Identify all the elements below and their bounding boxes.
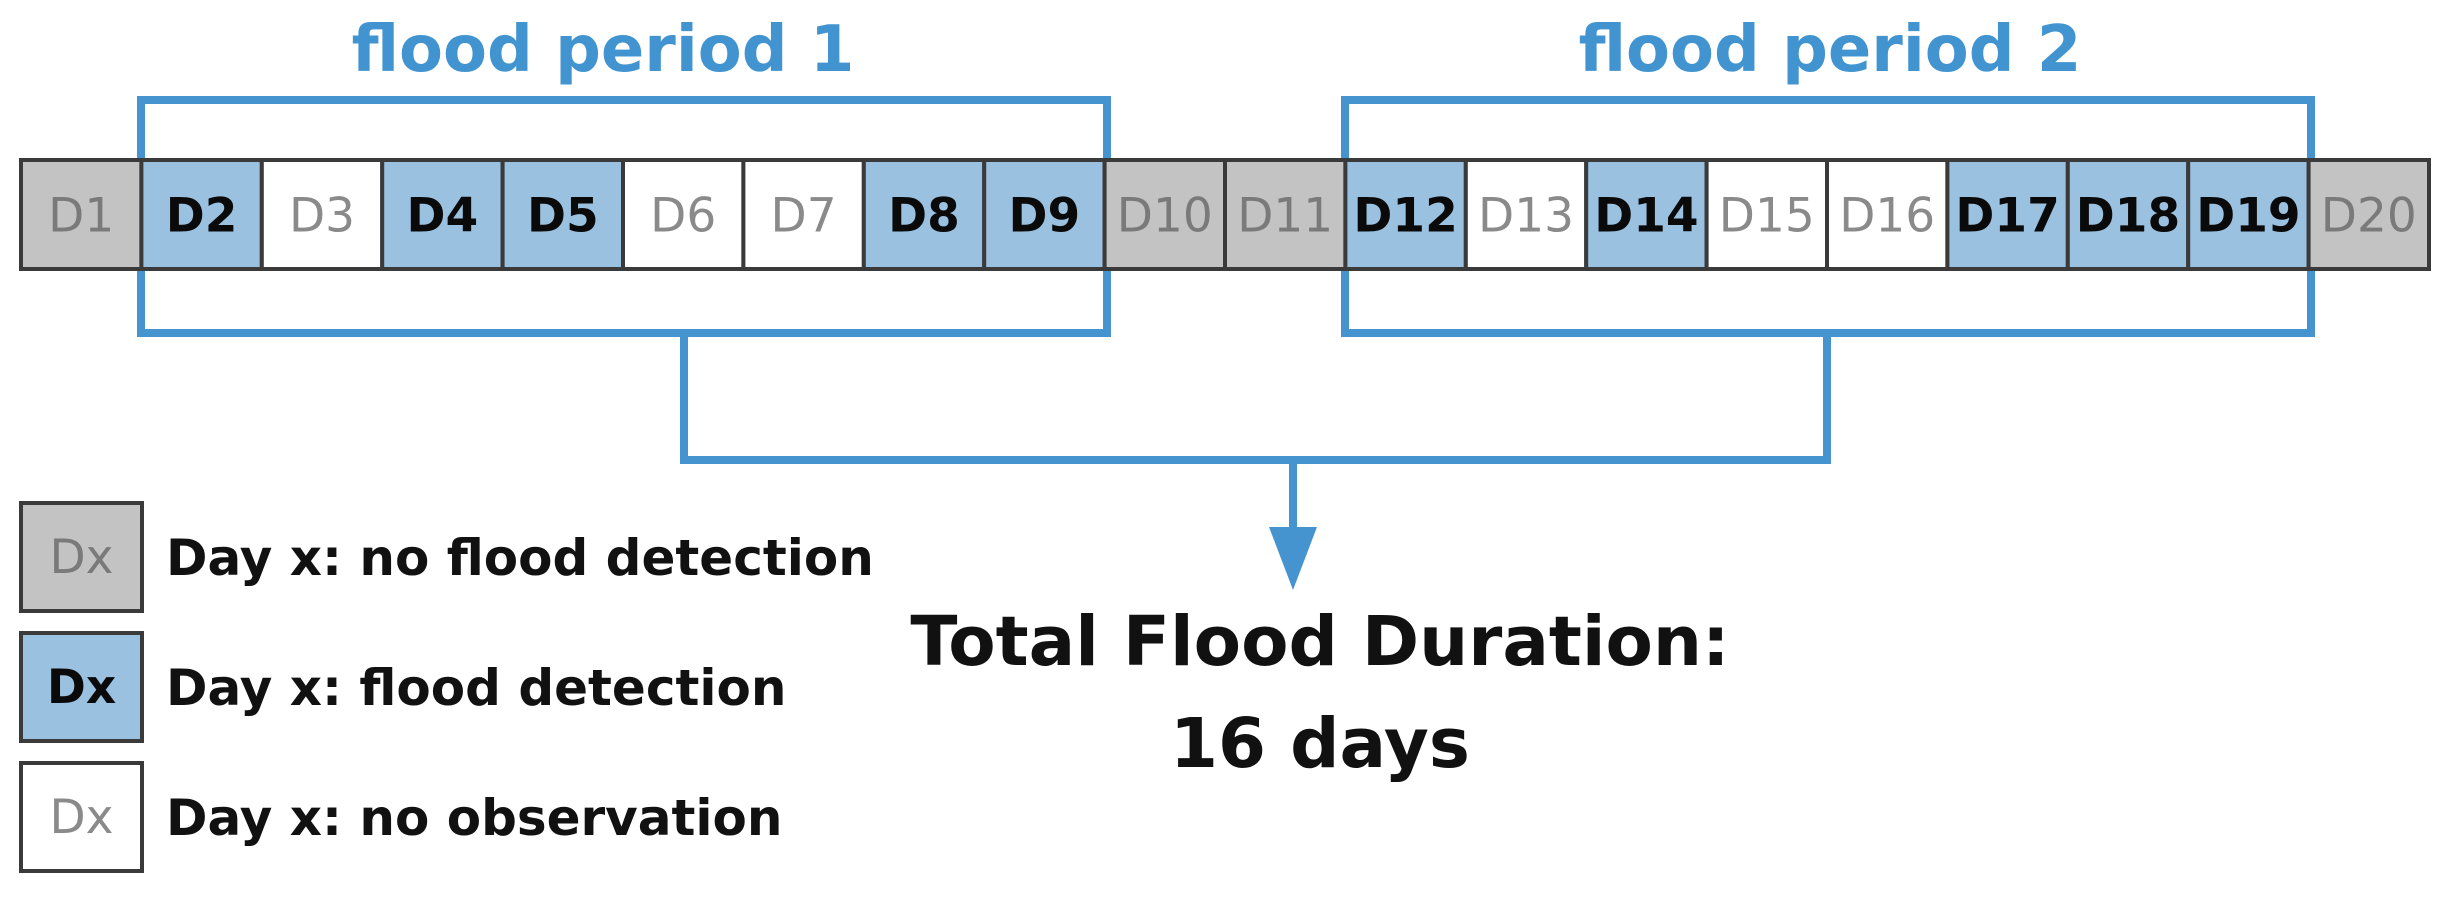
day-label-d5: D5: [527, 189, 599, 244]
day-label-d13: D13: [1478, 189, 1574, 244]
legend-swatch-flood: [19, 631, 144, 743]
day-label-d6: D6: [650, 189, 716, 244]
legend-text-no-flood: Day x: no flood detection: [166, 529, 874, 587]
day-cell-d6: [621, 158, 746, 271]
flood-period-1-title: flood period 1: [352, 13, 855, 87]
day-label-d17: D17: [1955, 189, 2059, 244]
legend-swatch-label-flood: Dx: [47, 660, 116, 715]
combine-connector: [680, 333, 1831, 550]
day-label-d12: D12: [1353, 189, 1457, 244]
day-cell-d18: [2065, 158, 2191, 271]
day-label-d9: D9: [1009, 189, 1081, 244]
day-label-d4: D4: [407, 189, 479, 244]
day-label-d20: D20: [2321, 189, 2417, 244]
day-label-d8: D8: [888, 189, 960, 244]
day-label-d2: D2: [166, 189, 238, 244]
total-duration-heading: Total Flood Duration:: [910, 602, 1729, 682]
day-cell-d5: [500, 158, 626, 271]
day-label-d3: D3: [289, 189, 355, 244]
legend-swatch-label-no-observation: Dx: [49, 790, 113, 845]
day-cell-d7: [741, 158, 866, 271]
legend-text-flood: Day x: flood detection: [166, 659, 786, 717]
total-arrowhead: [1269, 527, 1317, 590]
day-cell-d20: [2306, 158, 2432, 271]
day-cell-d15: [1704, 158, 1829, 271]
day-cell-d4: [380, 158, 505, 271]
day-label-d1: D1: [48, 189, 114, 244]
day-label-d19: D19: [2196, 189, 2300, 244]
legend-swatch-no-flood: [19, 501, 144, 613]
legend-text-no-observation: Day x: no observation: [166, 789, 783, 847]
day-cell-d10: [1102, 158, 1227, 271]
day-label-d14: D14: [1594, 189, 1698, 244]
legend-swatch-label-no-flood: Dx: [49, 530, 113, 585]
day-label-d7: D7: [771, 189, 837, 244]
day-label-d18: D18: [2076, 189, 2180, 244]
day-cell-d14: [1584, 158, 1709, 271]
day-cell-d3: [259, 158, 385, 271]
day-cell-d12: [1343, 158, 1468, 271]
day-label-d10: D10: [1117, 189, 1213, 244]
total-duration-value: 16 days: [1170, 704, 1470, 784]
day-cell-d17: [1945, 158, 2070, 271]
legend-swatch-no-observation: [19, 761, 144, 873]
day-strip: D1 D2 D3 D4 D5 D6 D7 D8 D9 D10 D11 D12 D13 D14 D15 D16 D…: [19, 158, 2432, 271]
day-cell-d2: [139, 158, 264, 271]
day-label-d16: D16: [1839, 189, 1935, 244]
day-label-d15: D15: [1719, 189, 1815, 244]
flood-period-2-title: flood period 2: [1579, 13, 2082, 87]
day-label-d11: D11: [1237, 189, 1333, 244]
